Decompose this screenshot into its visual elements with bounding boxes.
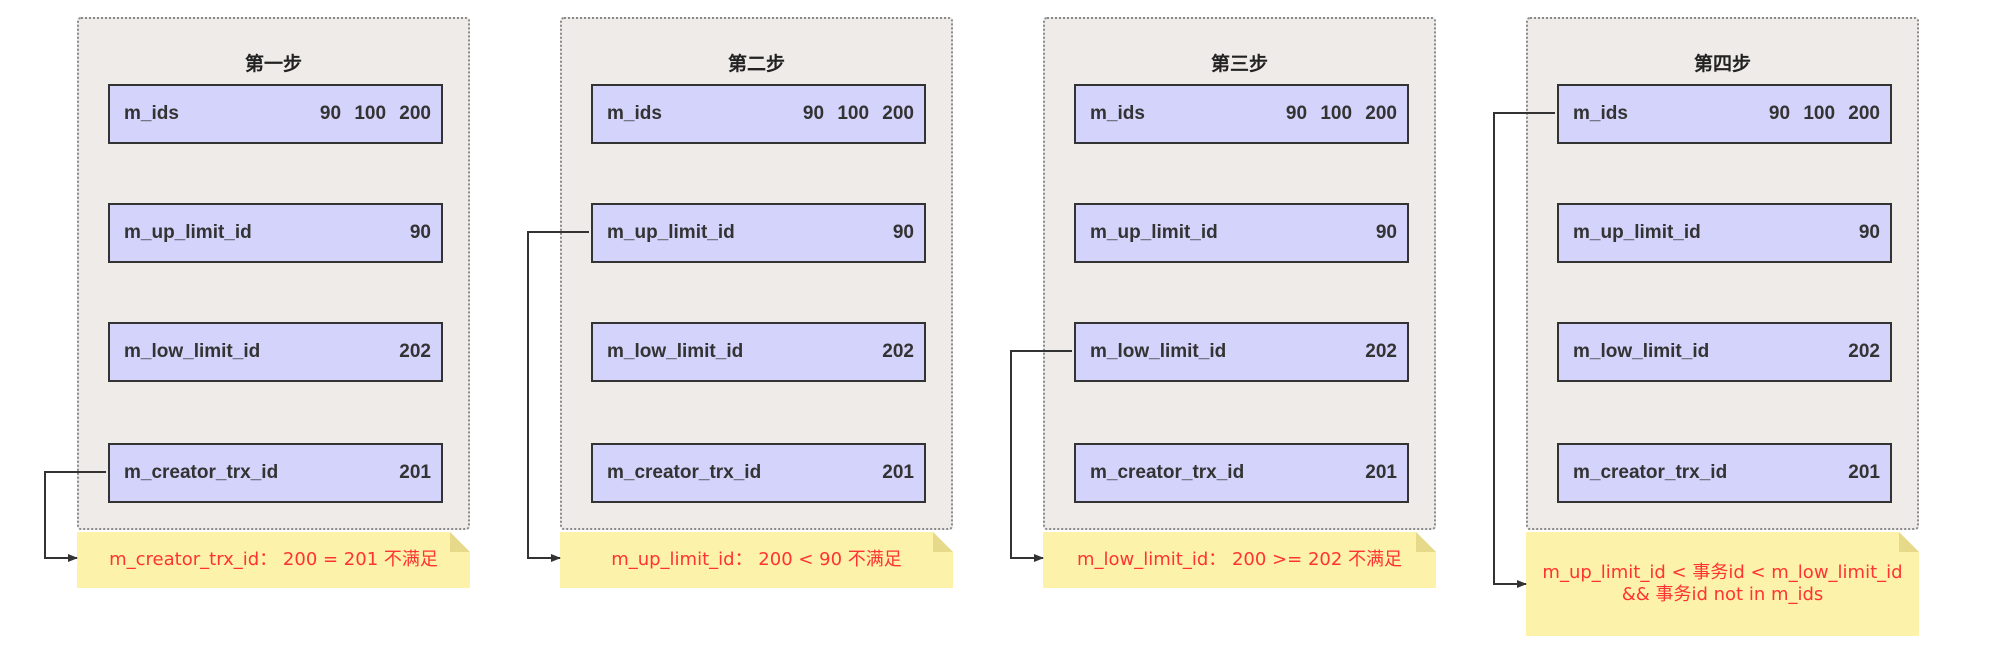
field-value: 202	[1848, 341, 1880, 362]
field-m-creator-trx-id: m_creator_trx_id 201	[1074, 443, 1409, 503]
field-value: 202	[399, 341, 431, 362]
note-line: && 事务id not in m_ids	[1621, 584, 1824, 605]
field-label: m_low_limit_id	[1090, 341, 1227, 362]
field-value: 90	[409, 222, 431, 243]
connector-arrow-3	[1010, 350, 1072, 562]
step-title: 第三步	[1210, 53, 1268, 75]
field-label: m_up_limit_id	[1090, 222, 1218, 243]
field-label: m_low_limit_id	[607, 341, 744, 362]
field-value: 202	[882, 341, 914, 362]
field-value: 90 100 200	[1285, 103, 1397, 124]
field-label: m_creator_trx_id	[607, 462, 762, 483]
note-line: m_up_limit_id < 事务id < m_low_limit_id	[1542, 561, 1903, 583]
field-value: 201	[1365, 462, 1397, 483]
field-value: 90 100 200	[319, 103, 431, 124]
condition-note-2: m_up_limit_id： 200 < 90 不满足	[560, 532, 953, 588]
step-title: 第四步	[1693, 53, 1751, 75]
field-label: m_up_limit_id	[1573, 222, 1701, 243]
field-label: m_up_limit_id	[607, 222, 735, 243]
field-value: 201	[399, 462, 431, 483]
connector-arrow-1	[44, 471, 106, 562]
field-value: 201	[882, 462, 914, 483]
field-m-creator-trx-id: m_creator_trx_id 201	[591, 443, 926, 503]
condition-note-4: m_up_limit_id < 事务id < m_low_limit_id &&…	[1526, 532, 1919, 636]
note-line: m_up_limit_id： 200 < 90 不满足	[611, 548, 902, 570]
field-m-creator-trx-id: m_creator_trx_id 201	[1557, 443, 1892, 503]
field-m-low-limit-id: m_low_limit_id 202	[108, 322, 443, 382]
condition-note-1: m_creator_trx_id： 200 = 201 不满足	[77, 532, 470, 588]
step-title: 第二步	[727, 53, 785, 75]
field-m-up-limit-id: m_up_limit_id 90	[1557, 203, 1892, 263]
field-m-ids: m_ids 90 100 200	[591, 84, 926, 144]
field-m-creator-trx-id: m_creator_trx_id 201	[108, 443, 443, 503]
condition-note-3: m_low_limit_id： 200 >= 202 不满足	[1043, 532, 1436, 588]
field-value: 90	[892, 222, 914, 243]
field-label: m_ids	[1573, 103, 1628, 124]
field-label: m_creator_trx_id	[124, 462, 279, 483]
connector-arrow-2	[527, 231, 589, 562]
step-panel-1: 第一步 m_ids 90 100 200 m_up_limit_id 90 m_…	[77, 17, 470, 530]
field-value: 90	[1858, 222, 1880, 243]
field-value: 90 100 200	[1768, 103, 1880, 124]
field-label: m_low_limit_id	[1573, 341, 1710, 362]
field-m-ids: m_ids 90 100 200	[1557, 84, 1892, 144]
field-label: m_ids	[1090, 103, 1145, 124]
field-m-low-limit-id: m_low_limit_id 202	[591, 322, 926, 382]
field-m-up-limit-id: m_up_limit_id 90	[1074, 203, 1409, 263]
field-label: m_ids	[607, 103, 662, 124]
step-title: 第一步	[244, 53, 302, 75]
step-panel-3: 第三步 m_ids 90 100 200 m_up_limit_id 90 m_…	[1043, 17, 1436, 530]
field-value: 90 100 200	[802, 103, 914, 124]
field-value: 202	[1365, 341, 1397, 362]
step-panel-4: 第四步 m_ids 90 100 200 m_up_limit_id 90 m_…	[1526, 17, 1919, 530]
field-value: 90	[1375, 222, 1397, 243]
field-label: m_creator_trx_id	[1573, 462, 1728, 483]
field-m-ids: m_ids 90 100 200	[108, 84, 443, 144]
field-label: m_creator_trx_id	[1090, 462, 1245, 483]
field-m-low-limit-id: m_low_limit_id 202	[1557, 322, 1892, 382]
field-m-ids: m_ids 90 100 200	[1074, 84, 1409, 144]
field-m-up-limit-id: m_up_limit_id 90	[591, 203, 926, 263]
field-m-up-limit-id: m_up_limit_id 90	[108, 203, 443, 263]
field-value: 201	[1848, 462, 1880, 483]
note-line: m_creator_trx_id： 200 = 201 不满足	[109, 548, 438, 570]
connector-arrow-4	[1493, 112, 1555, 588]
field-label: m_up_limit_id	[124, 222, 252, 243]
field-label: m_ids	[124, 103, 179, 124]
step-panel-2: 第二步 m_ids 90 100 200 m_up_limit_id 90 m_…	[560, 17, 953, 530]
field-label: m_low_limit_id	[124, 341, 261, 362]
field-m-low-limit-id: m_low_limit_id 202	[1074, 322, 1409, 382]
note-line: m_low_limit_id： 200 >= 202 不满足	[1076, 548, 1403, 570]
